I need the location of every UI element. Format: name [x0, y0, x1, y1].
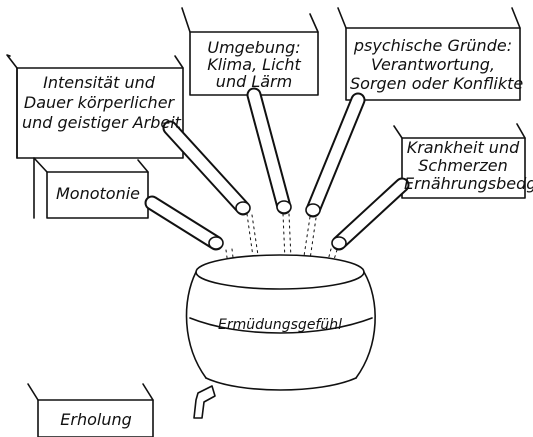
box-psychological-line-2: Verantwortung, [350, 57, 516, 72]
box-intensity-line-3: und geistiger Arbeit [22, 115, 176, 130]
barrel-tap-icon [194, 386, 215, 418]
barrel-label: Ermüdungsgefühl [198, 318, 362, 333]
pipe-monotony [152, 203, 223, 249]
box-monotony-line-1: Monotonie [50, 186, 146, 201]
box-illness-line-3: Ernährungsbedg [404, 176, 522, 191]
box-environment-line-1: Umgebung: [194, 40, 314, 55]
box-recovery-line-1: Erholung [42, 412, 150, 427]
box-environment-line-2: Klima, Licht [194, 57, 314, 72]
box-intensity-line-1: Intensität und [22, 75, 176, 90]
box-psychological-line-1: psychische Gründe: [350, 38, 516, 53]
box-intensity-line-2: Dauer körperlicher [22, 95, 176, 110]
pipe-illness [332, 185, 402, 249]
box-psychological-line-3: Sorgen oder Konflikte [350, 76, 516, 91]
pipe-environment [254, 95, 291, 213]
box-environment-line-3: und Lärm [194, 74, 314, 89]
box-illness-line-2: Schmerzen [404, 158, 522, 173]
box-illness-line-1: Krankheit und [404, 140, 522, 155]
pipe-intensity [170, 128, 250, 214]
pipe-psychological [306, 100, 358, 216]
